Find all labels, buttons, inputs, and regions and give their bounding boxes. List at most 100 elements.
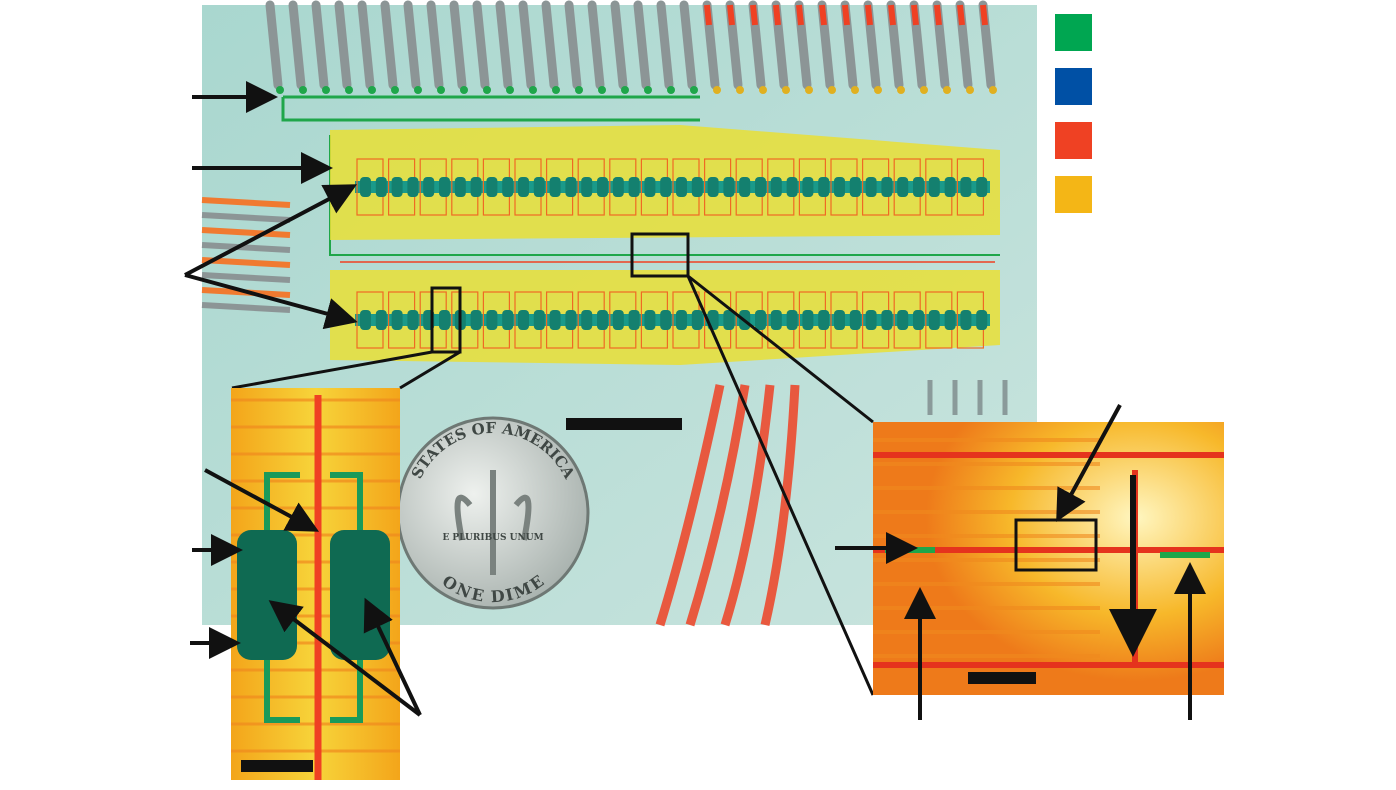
- chamber: [612, 177, 624, 197]
- chamber: [439, 310, 450, 330]
- inset-right: [873, 422, 1224, 695]
- chamber: [391, 177, 403, 197]
- zoom-connector-left: [231, 350, 461, 390]
- port: [483, 86, 491, 94]
- chamber: [834, 177, 845, 197]
- arrow-chamber-b: [363, 597, 422, 716]
- chamber: [375, 177, 387, 197]
- probe-needle: [426, 0, 444, 90]
- port: [966, 86, 974, 94]
- probe-needle: [449, 0, 467, 90]
- probe-needles-top: [265, 0, 997, 94]
- port: [506, 86, 514, 94]
- port: [621, 86, 629, 94]
- probe-needle: [334, 0, 352, 90]
- chip-photo: STATES OF AMERICA ONE DIME E PLURIBUS UN…: [201, 0, 1037, 627]
- chamber: [976, 310, 988, 330]
- control-manifold: [281, 95, 700, 122]
- chamber: [423, 177, 435, 197]
- chamber: [818, 177, 830, 197]
- port: [460, 86, 468, 94]
- probe-needle: [201, 272, 291, 283]
- probe-needle: [518, 0, 536, 90]
- chamber: [676, 177, 687, 197]
- probe-needle: [380, 0, 398, 90]
- chamber: [644, 310, 656, 330]
- port: [828, 86, 836, 94]
- chamber: [786, 310, 798, 330]
- chamber: [691, 177, 703, 197]
- chamber-right: [330, 530, 390, 660]
- probe-needle: [311, 0, 329, 90]
- probe-tip-red: [796, 4, 804, 26]
- probe-needle: [403, 0, 421, 90]
- chamber: [470, 177, 482, 197]
- legend-swatch-green: [1055, 14, 1092, 51]
- chamber: [549, 310, 561, 330]
- chamber: [549, 177, 561, 197]
- chamber: [802, 310, 814, 330]
- chamber: [944, 310, 956, 330]
- arrow-highlight: [1056, 404, 1122, 523]
- chamber: [770, 310, 782, 330]
- probe-tip-red: [773, 4, 781, 26]
- chamber: [928, 310, 940, 330]
- probe-tip-red: [957, 4, 965, 26]
- probe-needles-left: [201, 197, 291, 313]
- chamber: [533, 177, 545, 197]
- chamber: [755, 310, 766, 330]
- chamber: [739, 177, 751, 197]
- chamber: [913, 177, 924, 197]
- chamber: [944, 177, 956, 197]
- probe-tip-red: [819, 4, 827, 26]
- probe-needle: [679, 0, 697, 90]
- chamber: [691, 310, 703, 330]
- legend-swatch-yellow: [1055, 176, 1092, 213]
- port: [437, 86, 445, 94]
- chamber: [723, 177, 735, 197]
- probe-needle: [201, 227, 291, 238]
- bottom-tubing: [655, 384, 800, 627]
- dime-coin: STATES OF AMERICA ONE DIME E PLURIBUS UN…: [396, 416, 590, 610]
- arrow-chamber-row-top: [184, 184, 358, 277]
- arrow-chamber-row-bottom: [184, 273, 358, 330]
- chamber: [628, 177, 640, 197]
- port: [759, 86, 767, 94]
- probe-tip-red: [980, 4, 988, 26]
- zoom-connector-right: [686, 274, 875, 696]
- legend-swatch-blue: [1055, 68, 1092, 105]
- chamber: [470, 310, 482, 330]
- chamber: [581, 177, 593, 197]
- port: [782, 86, 790, 94]
- chamber-row-bottom: [355, 291, 990, 349]
- port: [874, 86, 882, 94]
- port: [644, 86, 652, 94]
- chamber: [597, 177, 608, 197]
- arrow-chamber-a: [268, 600, 422, 717]
- coin-lettering-motto: E PLURIBUS UNUM: [442, 533, 543, 543]
- chamber: [802, 177, 814, 197]
- chamber-row-top: [355, 158, 990, 216]
- port: [851, 86, 859, 94]
- probe-tip-red: [727, 4, 735, 26]
- chamber: [660, 310, 672, 330]
- port: [575, 86, 583, 94]
- probe-needle: [201, 302, 291, 313]
- chamber: [439, 177, 450, 197]
- chamber: [960, 310, 972, 330]
- port: [598, 86, 606, 94]
- chamber: [360, 177, 371, 197]
- probe-needle: [201, 212, 291, 223]
- chamber: [786, 177, 798, 197]
- port: [414, 86, 422, 94]
- scale-bar-left: [241, 760, 313, 772]
- probe-needle: [587, 0, 605, 90]
- probe-needle: [541, 0, 559, 90]
- probe-needle: [357, 0, 375, 90]
- chamber: [533, 310, 545, 330]
- port: [989, 86, 997, 94]
- chamber: [976, 177, 988, 197]
- zoom-box-left: [430, 286, 462, 354]
- chamber: [849, 310, 861, 330]
